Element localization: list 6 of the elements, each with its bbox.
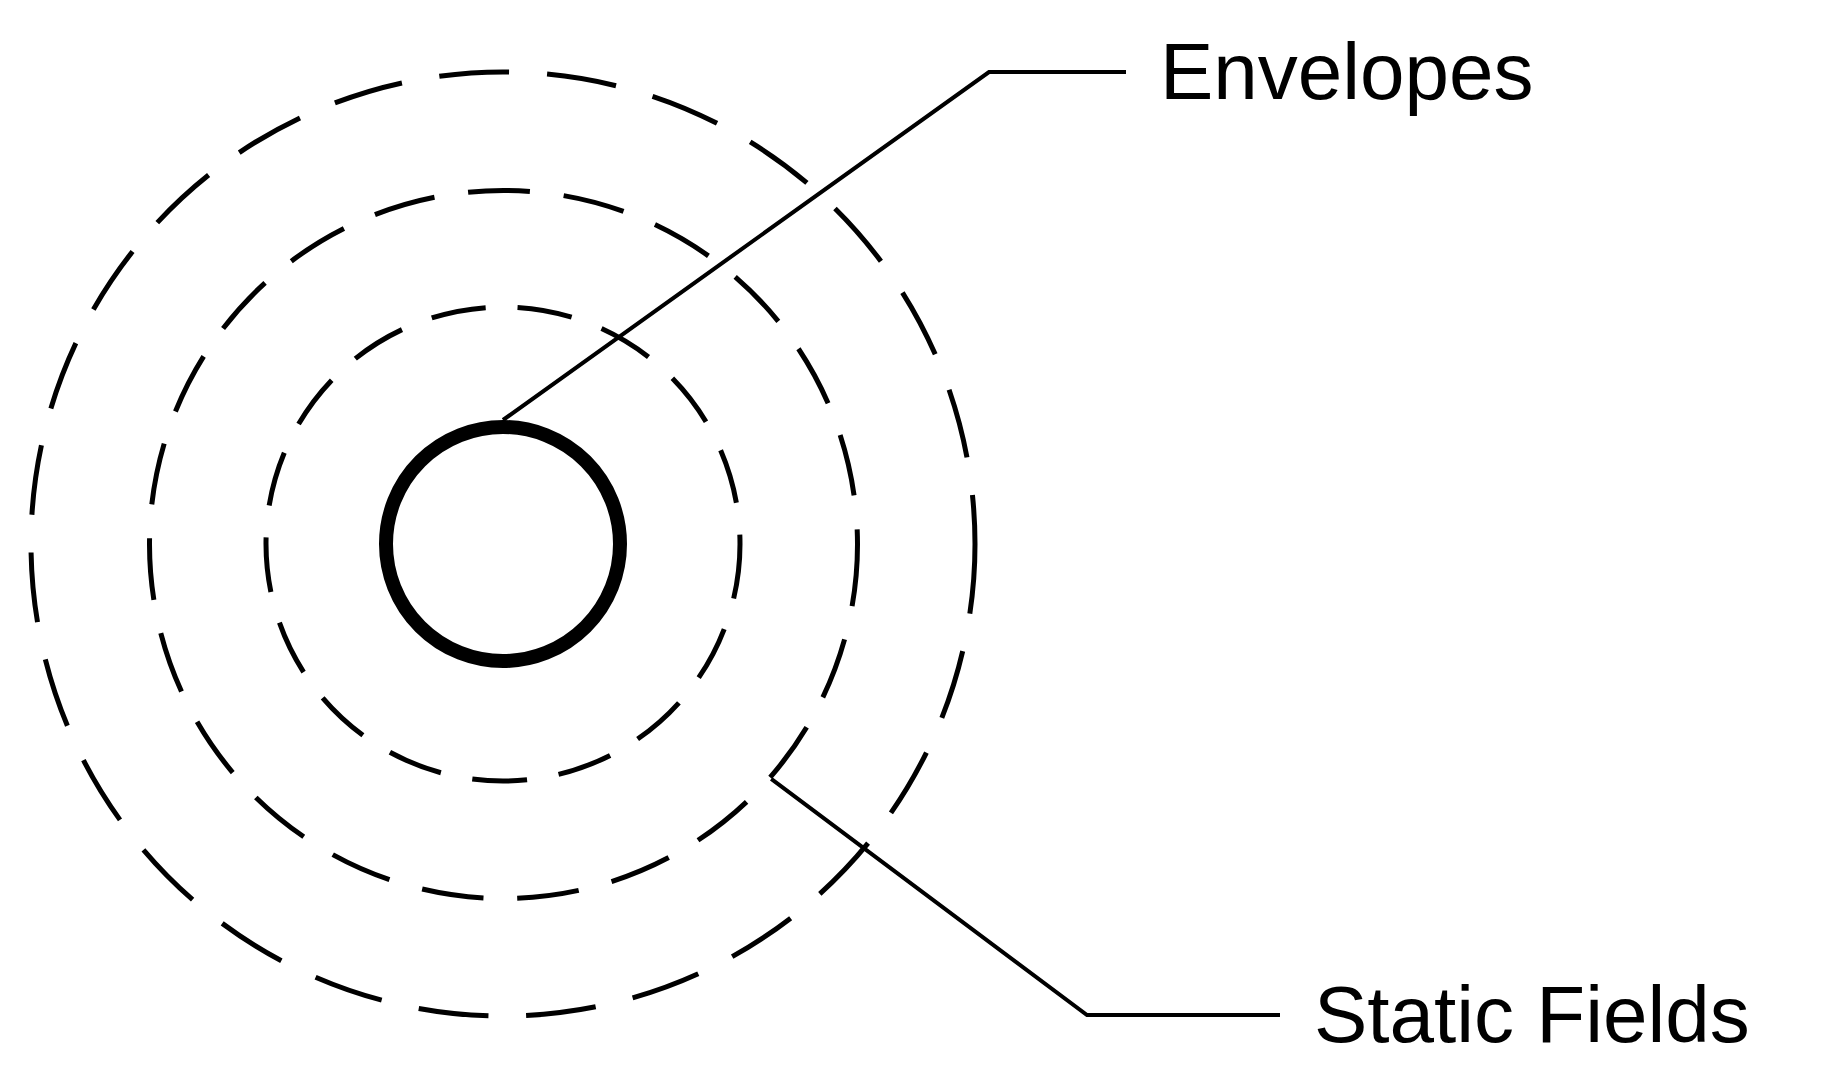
dashed-circle — [146, 187, 860, 901]
solid-circle — [379, 420, 627, 668]
leader-line — [770, 777, 1280, 1017]
part-label: Static Fields — [1314, 967, 1750, 1063]
part-label: Envelopes — [1160, 24, 1534, 120]
leader-line — [501, 70, 1126, 422]
